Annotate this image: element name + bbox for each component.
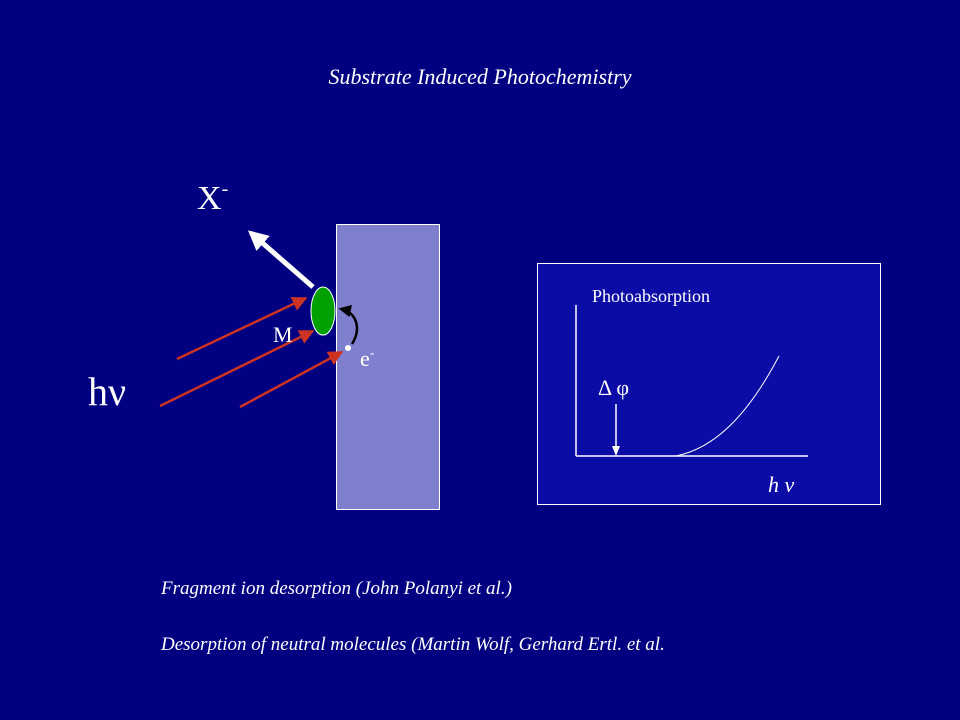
footnote-fragment-ion: Fragment ion desorption (John Polanyi et… [161, 578, 512, 599]
delta-phi-label: Δ φ [598, 375, 630, 400]
molecule-label: M [273, 322, 293, 347]
photon-arrow-2 [159, 329, 315, 408]
inset-title: Photoabsorption [592, 286, 711, 306]
inset-x-axis-label: h ν [768, 472, 795, 497]
electron-transfer-arrow [338, 304, 359, 345]
footnote-neutral-desorption: Desorption of neutral molecules (Martin … [161, 634, 665, 655]
photoabsorption-inset [537, 263, 881, 505]
photon-energy-label: hν [88, 369, 127, 414]
desorption-arrow [247, 230, 315, 289]
electron-dot [345, 345, 351, 351]
absorption-curve [675, 355, 780, 457]
threshold-arrowhead [612, 446, 620, 456]
slide-title: Substrate Induced Photochemistry [328, 64, 632, 89]
adsorbed-molecule [310, 286, 336, 336]
photon-arrow-3 [239, 350, 344, 409]
fragment-ion-label: X- [197, 178, 229, 217]
substrate-surface [336, 224, 440, 510]
photon-arrow-1 [176, 296, 308, 361]
electron-label: e- [360, 346, 375, 371]
